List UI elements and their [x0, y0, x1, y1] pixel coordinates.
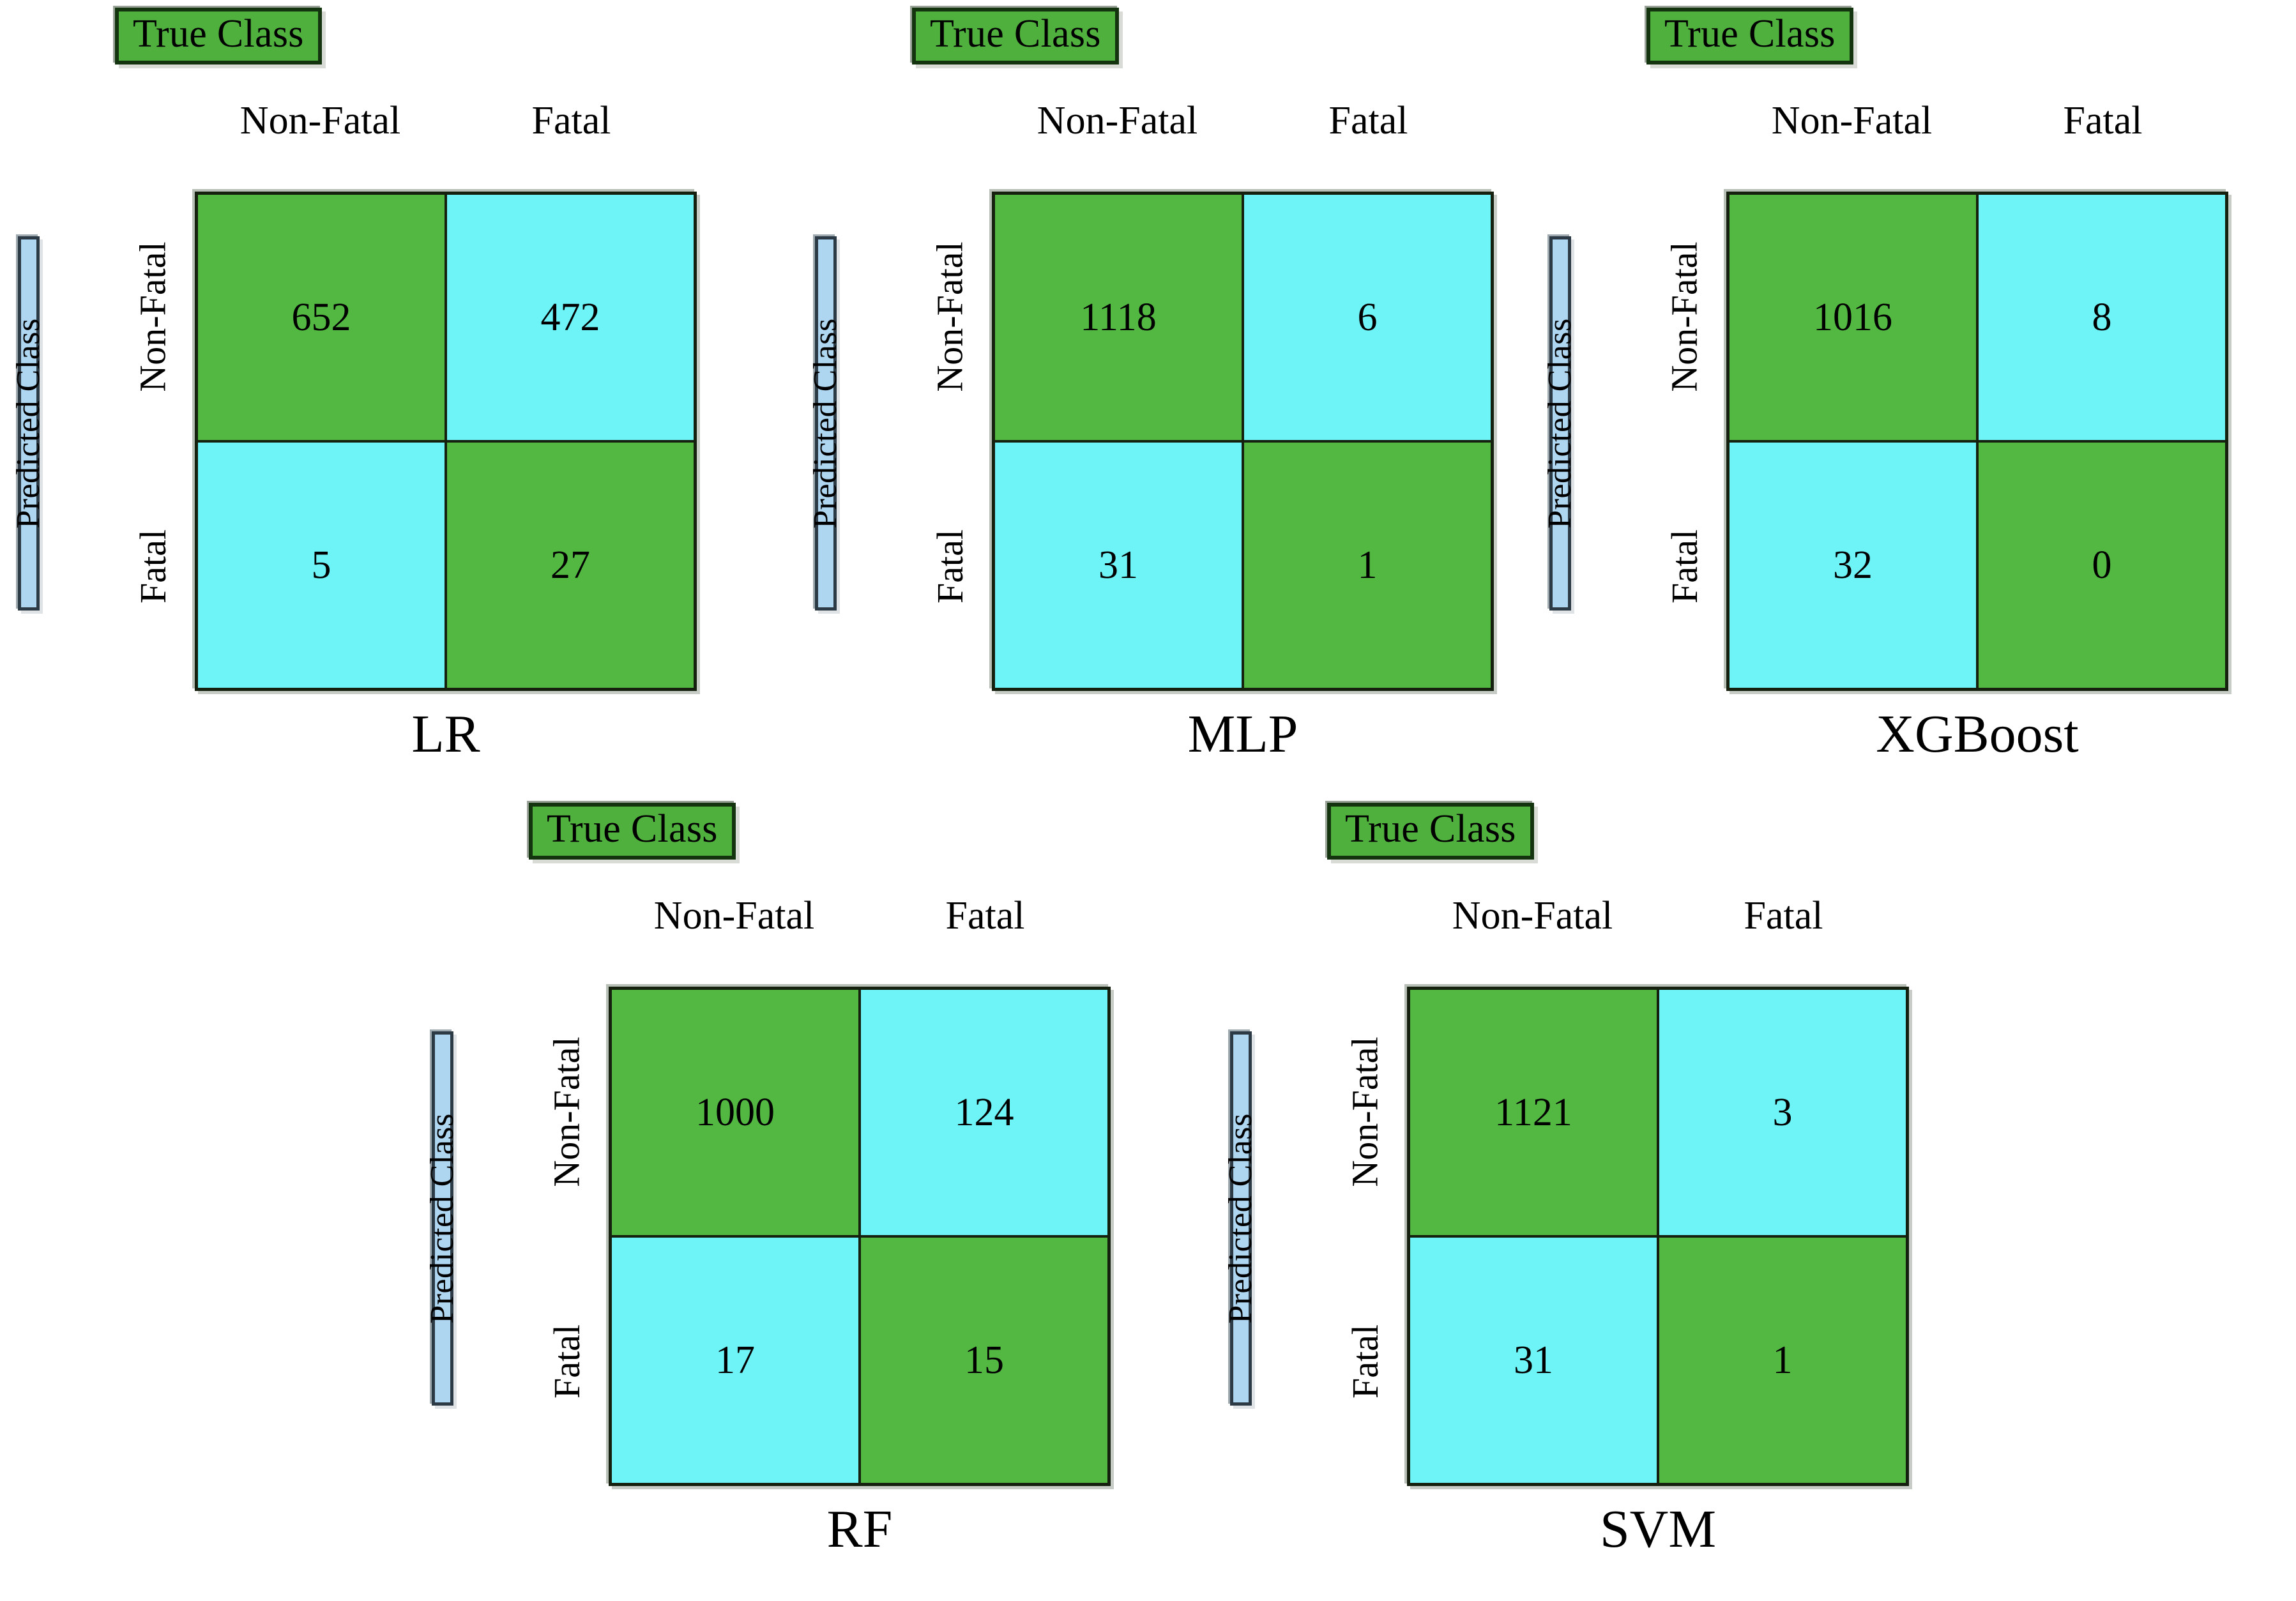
matrix-cell-fatal-fatal: 0	[1979, 443, 2225, 688]
matrix-cell-non-fatal-fatal: 472	[447, 195, 694, 440]
true-class-axis-title: True Class	[912, 8, 1119, 65]
matrix-cell-non-fatal-fatal: 8	[1979, 195, 2225, 440]
predicted-class-axis-title-label: Predicted Class	[1222, 1113, 1259, 1324]
matrix-cell-fatal-non-fatal: 5	[198, 443, 445, 688]
column-header-non-fatal: Non-Fatal	[1037, 99, 1198, 142]
matrix-cell-fatal-non-fatal: 32	[1730, 443, 1976, 688]
column-header-non-fatal: Non-Fatal	[239, 99, 401, 142]
matrix-cell-non-fatal-non-fatal: 652	[198, 195, 445, 440]
column-header-non-fatal: Non-Fatal	[653, 894, 815, 937]
predicted-class-axis-title: Predicted Class	[424, 1031, 460, 1406]
panel-model-name: LR	[411, 704, 480, 764]
predicted-class-axis-title-label: Predicted Class	[1542, 318, 1578, 529]
matrix-cell-fatal-fatal: 27	[447, 443, 694, 688]
column-header-row: Non-Fatal Fatal	[992, 101, 1494, 140]
column-header-non-fatal: Non-Fatal	[1771, 99, 1933, 142]
matrix-cell-non-fatal-non-fatal: 1000	[612, 990, 858, 1235]
matrix-cell-fatal-fatal: 1	[1659, 1238, 1906, 1483]
matrix-cell-non-fatal-non-fatal: 1121	[1410, 990, 1657, 1235]
panel-model-name: XGBoost	[1876, 704, 2079, 764]
column-header-fatal: Fatal	[945, 894, 1025, 937]
predicted-class-axis-title-label: Predicted Class	[424, 1113, 460, 1324]
panel-model-name: RF	[826, 1499, 893, 1559]
row-header-non-fatal: Non-Fatal	[535, 987, 599, 1236]
predicted-class-axis-title: Predicted Class	[1542, 236, 1578, 611]
true-class-axis-title: True Class	[529, 803, 736, 860]
panel-model-name: MLP	[1187, 704, 1298, 764]
predicted-class-axis-title-label: Predicted Class	[807, 318, 844, 529]
column-header-row: Non-Fatal Fatal	[1407, 896, 1909, 936]
row-header-non-fatal: Non-Fatal	[918, 192, 982, 441]
row-header-label: Fatal	[132, 529, 174, 603]
row-header-non-fatal: Non-Fatal	[1334, 987, 1397, 1236]
predicted-class-axis-title: Predicted Class	[807, 236, 844, 611]
panel-model-name: SVM	[1599, 1499, 1717, 1559]
row-header-fatal: Fatal	[918, 441, 982, 691]
column-header-non-fatal: Non-Fatal	[1452, 894, 1613, 937]
matrix-cell-non-fatal-fatal: 124	[861, 990, 1107, 1235]
column-header-fatal: Fatal	[2063, 99, 2143, 142]
row-header-label: Non-Fatal	[132, 241, 174, 392]
row-header-label: Fatal	[1344, 1324, 1387, 1399]
row-header-label: Non-Fatal	[929, 241, 971, 392]
row-header-label: Fatal	[546, 1324, 588, 1399]
matrix-cell-non-fatal-non-fatal: 1016	[1730, 195, 1976, 440]
row-header-fatal: Fatal	[121, 441, 185, 691]
matrix-cell-fatal-fatal: 15	[861, 1238, 1107, 1483]
column-header-fatal: Fatal	[1744, 894, 1823, 937]
matrix-cell-fatal-non-fatal: 31	[1410, 1238, 1657, 1483]
row-header-fatal: Fatal	[1334, 1236, 1397, 1486]
true-class-axis-title: True Class	[1646, 8, 1853, 65]
matrix-cell-fatal-fatal: 1	[1244, 443, 1491, 688]
true-class-axis-title: True Class	[115, 8, 322, 65]
row-header-non-fatal: Non-Fatal	[121, 192, 185, 441]
true-class-axis-title: True Class	[1327, 803, 1534, 860]
row-header-fatal: Fatal	[1653, 441, 1717, 691]
row-header-label: Fatal	[1664, 529, 1706, 603]
predicted-class-axis-title-label: Predicted Class	[10, 318, 47, 529]
row-header-label: Non-Fatal	[1664, 241, 1706, 392]
matrix-cell-non-fatal-fatal: 3	[1659, 990, 1906, 1235]
column-header-row: Non-Fatal Fatal	[1726, 101, 2228, 140]
matrix-cell-fatal-non-fatal: 31	[995, 443, 1242, 688]
column-header-row: Non-Fatal Fatal	[195, 101, 697, 140]
column-header-fatal: Fatal	[531, 99, 611, 142]
matrix-cell-fatal-non-fatal: 17	[612, 1238, 858, 1483]
matrix-cell-non-fatal-fatal: 6	[1244, 195, 1491, 440]
column-header-row: Non-Fatal Fatal	[609, 896, 1111, 936]
predicted-class-axis-title: Predicted Class	[10, 236, 47, 611]
matrix-cell-non-fatal-non-fatal: 1118	[995, 195, 1242, 440]
row-header-label: Non-Fatal	[1344, 1036, 1387, 1187]
row-header-non-fatal: Non-Fatal	[1653, 192, 1717, 441]
predicted-class-axis-title: Predicted Class	[1222, 1031, 1259, 1406]
row-header-fatal: Fatal	[535, 1236, 599, 1486]
column-header-fatal: Fatal	[1328, 99, 1408, 142]
row-header-label: Fatal	[929, 529, 971, 603]
row-header-label: Non-Fatal	[546, 1036, 588, 1187]
